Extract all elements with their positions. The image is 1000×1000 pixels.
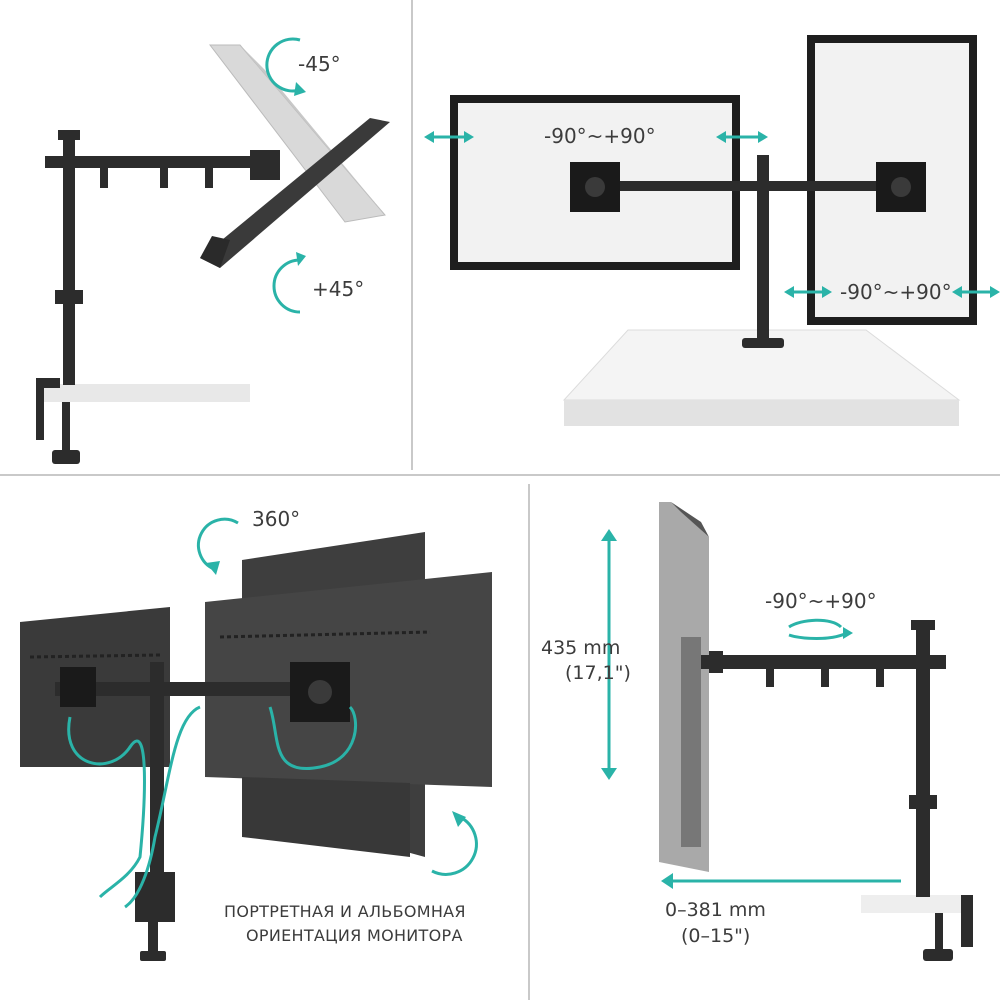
panel-rotate: 360° ПОРТРЕТНАЯ И АЛЬБОМНАЯ ОРИЕНТАЦИЯ М…: [0, 477, 527, 1000]
orientation-caption-line1: ПОРТРЕТНАЯ И АЛЬБОМНАЯ: [224, 902, 466, 921]
rotation-label: 360°: [252, 507, 301, 531]
tilt-up-label: -45°: [298, 52, 341, 76]
rotate-illustration: [20, 517, 492, 961]
height-mm-label: 435 mm: [541, 637, 621, 659]
panel-dimensions: -90°~+90° 435 mm (17,1") 0–381 mm (0–15"…: [531, 477, 1000, 1000]
vertical-divider-bottom: [528, 484, 530, 1000]
dimensions-swivel-label: -90°~+90°: [765, 589, 877, 613]
reach-in-label: (0–15"): [681, 925, 751, 947]
swivel-right-label: -90°~+90°: [840, 280, 952, 304]
reach-mm-label: 0–381 mm: [665, 899, 766, 921]
swivel-illustration: [424, 35, 1000, 426]
horizontal-divider: [0, 474, 1000, 476]
dimensions-illustration: [601, 502, 973, 961]
tilt-illustration: [36, 37, 390, 464]
panel-tilt: -45° +45°: [0, 0, 410, 472]
panel-swivel: -90°~+90° -90°~+90°: [414, 0, 1000, 472]
swivel-left-label: -90°~+90°: [544, 124, 656, 148]
height-in-label: (17,1"): [565, 662, 631, 684]
vertical-divider-top: [411, 0, 413, 470]
orientation-caption-line2: ОРИЕНТАЦИЯ МОНИТОРА: [246, 926, 463, 945]
tilt-down-label: +45°: [312, 277, 365, 301]
